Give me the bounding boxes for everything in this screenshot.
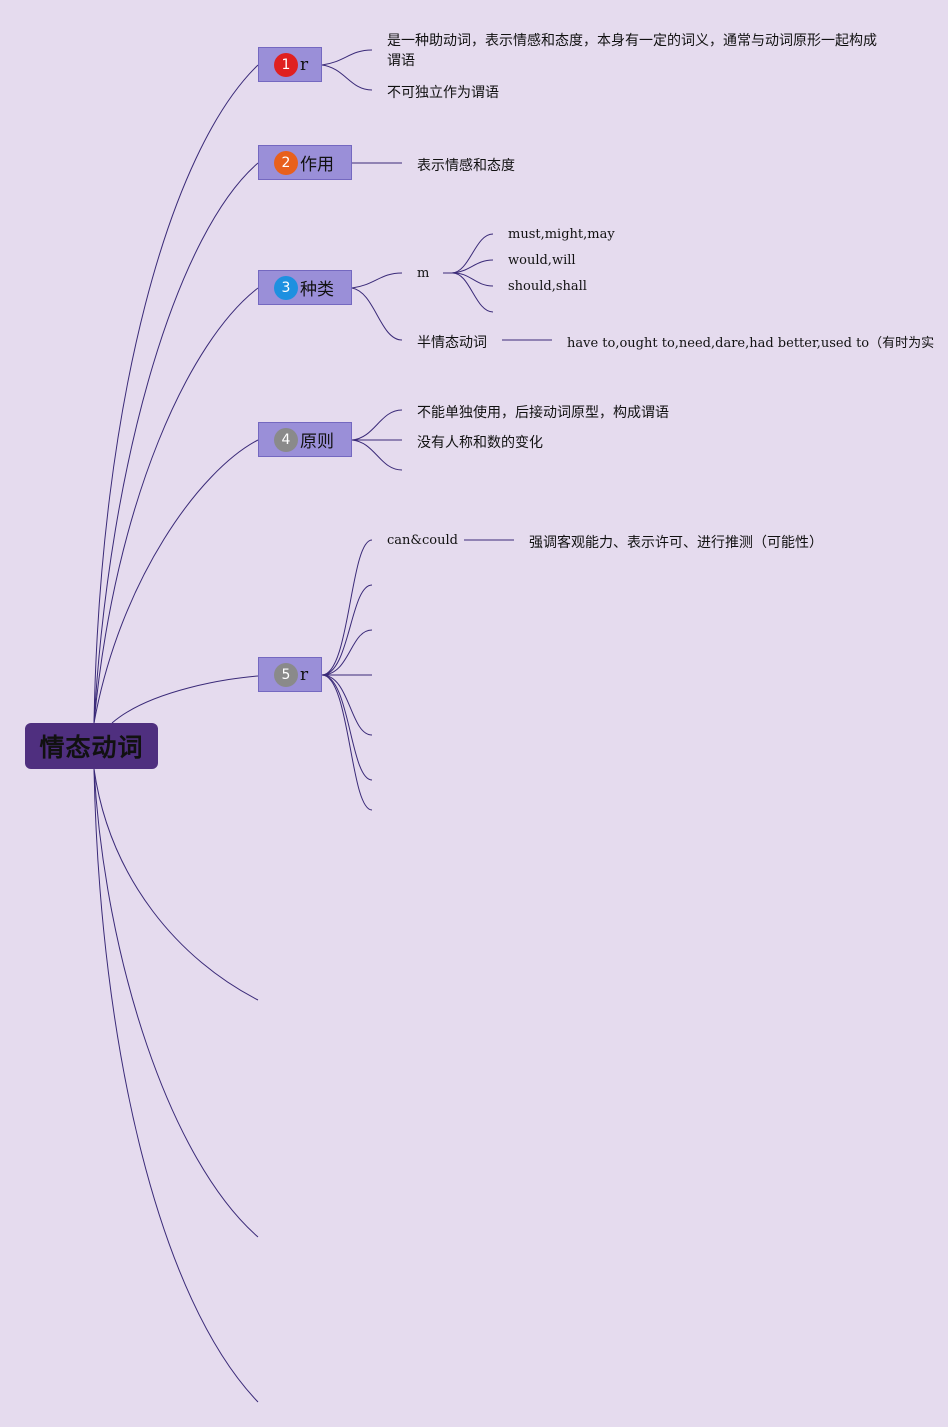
topic-3[interactable]: 3 种类	[258, 270, 352, 305]
wire-b3-m	[351, 272, 403, 289]
b3-m-item-2[interactable]: would,will	[508, 253, 576, 268]
badge-3: 3	[274, 275, 298, 300]
root-title: 情态动词	[39, 733, 144, 762]
wire-b4-1	[351, 409, 403, 441]
topic-4-label: 原则	[300, 432, 334, 452]
b5-item[interactable]: can&could	[387, 533, 458, 548]
b1-note[interactable]: 不可独立作为谓语	[387, 85, 499, 101]
topic-3-label: 种类	[300, 280, 334, 300]
badge-2: 2	[274, 150, 298, 175]
wire-b1-note	[321, 64, 373, 91]
badge-5: 5	[274, 662, 298, 687]
badge-4: 4	[274, 427, 298, 452]
b3-m-item-3[interactable]: should,shall	[508, 279, 587, 294]
topic-5[interactable]: 5 r	[258, 657, 322, 692]
wire-b3-semi	[351, 287, 403, 341]
badge-1: 1	[274, 52, 298, 77]
wire-b4-3	[351, 439, 403, 471]
topic-1[interactable]: 1 r	[258, 47, 322, 82]
wire-root-topic-5	[111, 675, 259, 724]
wire-b5-5	[321, 674, 373, 736]
topic-4[interactable]: 4 原则	[258, 422, 352, 457]
b3-semi-detail[interactable]: have to,ought to,need,dare,had better,us…	[567, 336, 935, 351]
wire-b3-m-item-2	[451, 259, 494, 274]
root-node[interactable]: 情态动词	[25, 723, 158, 769]
wire-b5-3	[321, 629, 373, 676]
wire-b5-7	[321, 674, 373, 811]
b4-item-1[interactable]: 不能单独使用，后接动词原型，构成谓语	[417, 405, 669, 421]
wire-root-topic-1	[93, 64, 259, 724]
topic-1-label: r	[300, 54, 309, 75]
wire-root-topic-2	[93, 162, 259, 724]
wire-b5-1	[321, 539, 373, 676]
b1-definition[interactable]: 是一种助动词，表示情感和态度，本身有一定的词义，通常与动词原形一起构成谓语	[387, 33, 877, 69]
wire-root-topic-4	[93, 439, 259, 724]
b2-detail[interactable]: 表示情感和态度	[417, 158, 515, 174]
wire-root-topic-3	[93, 287, 259, 724]
wire-b5-6	[321, 674, 373, 781]
topic-2[interactable]: 2 作用	[258, 145, 352, 180]
topic-2-label: 作用	[300, 155, 334, 175]
b3-semi[interactable]: 半情态动词	[417, 335, 487, 351]
b5-detail[interactable]: 强调客观能力、表示许可、进行推测（可能性）	[529, 535, 823, 551]
wire-b5-2	[321, 584, 373, 676]
b4-item-2[interactable]: 没有人称和数的变化	[417, 435, 543, 451]
topic-5-label: r	[300, 664, 309, 685]
wire-b3-m-item-1	[451, 233, 494, 274]
b3-group-m[interactable]: m	[417, 266, 430, 281]
wire-b3-m-item-4	[451, 272, 494, 313]
b3-m-item-1[interactable]: must,might,may	[508, 227, 615, 242]
wire-root-empty-2	[93, 768, 259, 1238]
wire-root-empty-1	[93, 768, 259, 1001]
wire-root-empty-3	[93, 768, 259, 1403]
wire-b1-def	[321, 49, 373, 66]
